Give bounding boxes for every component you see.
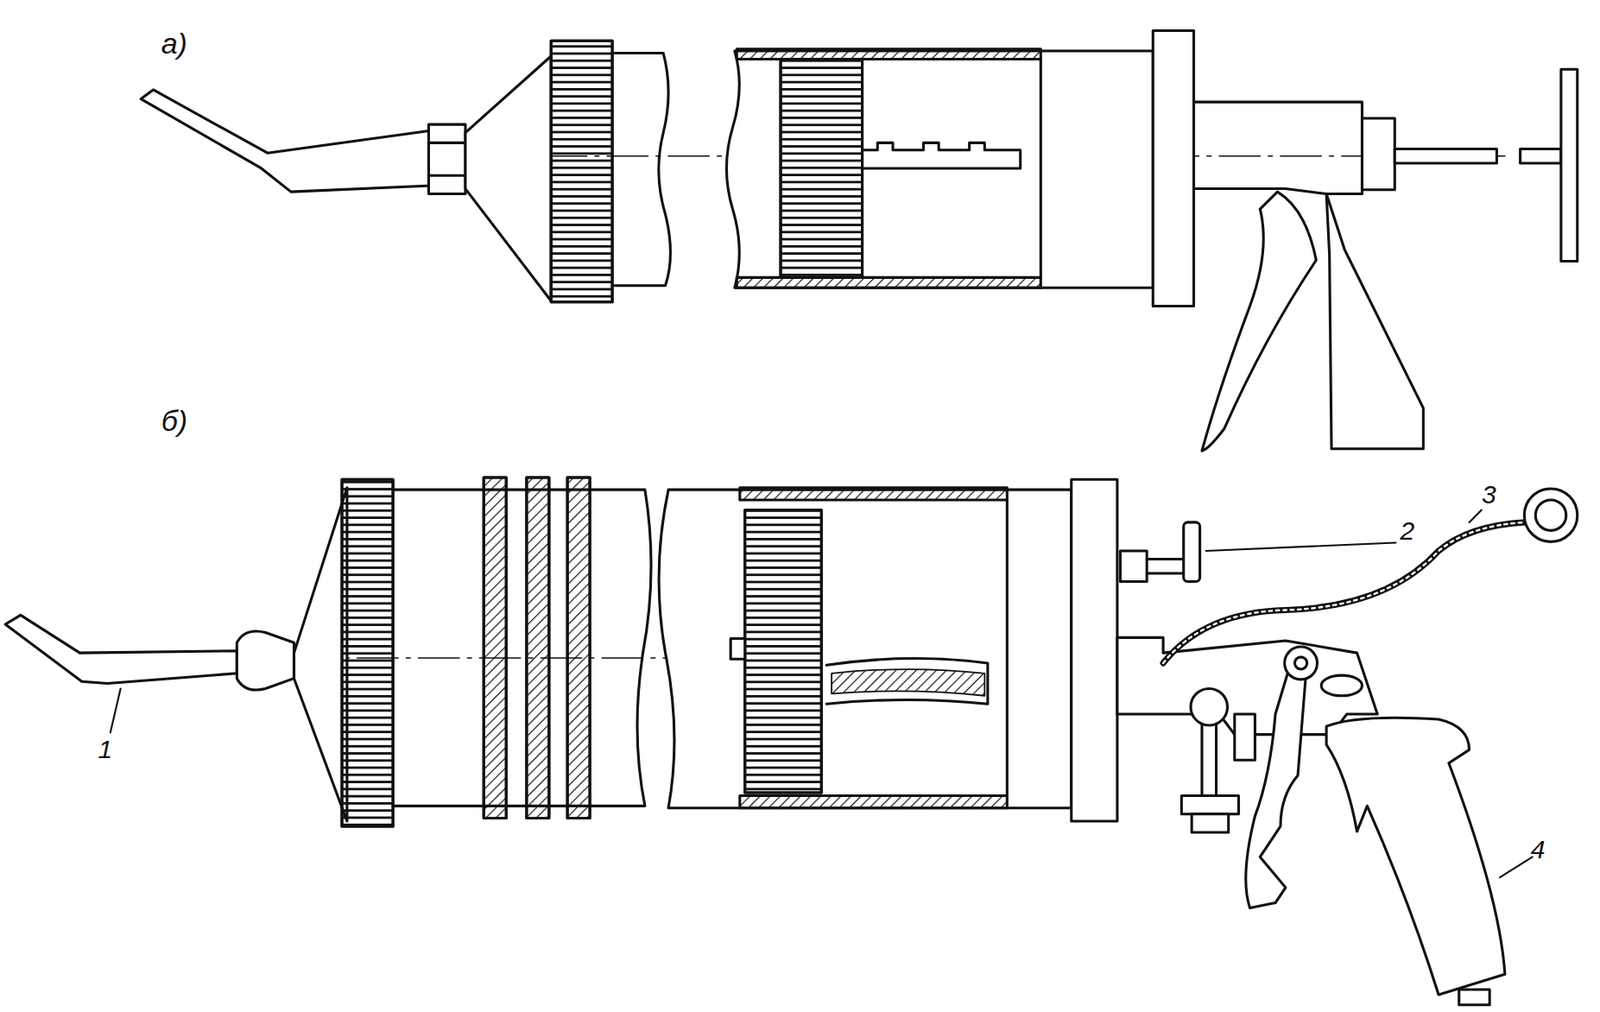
view-label: б) [161,405,188,436]
grease-gun-b [5,477,1578,1006]
leader-lines [110,510,1533,878]
grease-gun-a [140,30,1577,451]
callout-number: 4 [1530,836,1546,863]
callout-number: 3 [1481,481,1497,508]
callout-number: 1 [97,736,113,763]
callout-number: 2 [1399,518,1415,544]
view-label: а) [161,28,188,58]
